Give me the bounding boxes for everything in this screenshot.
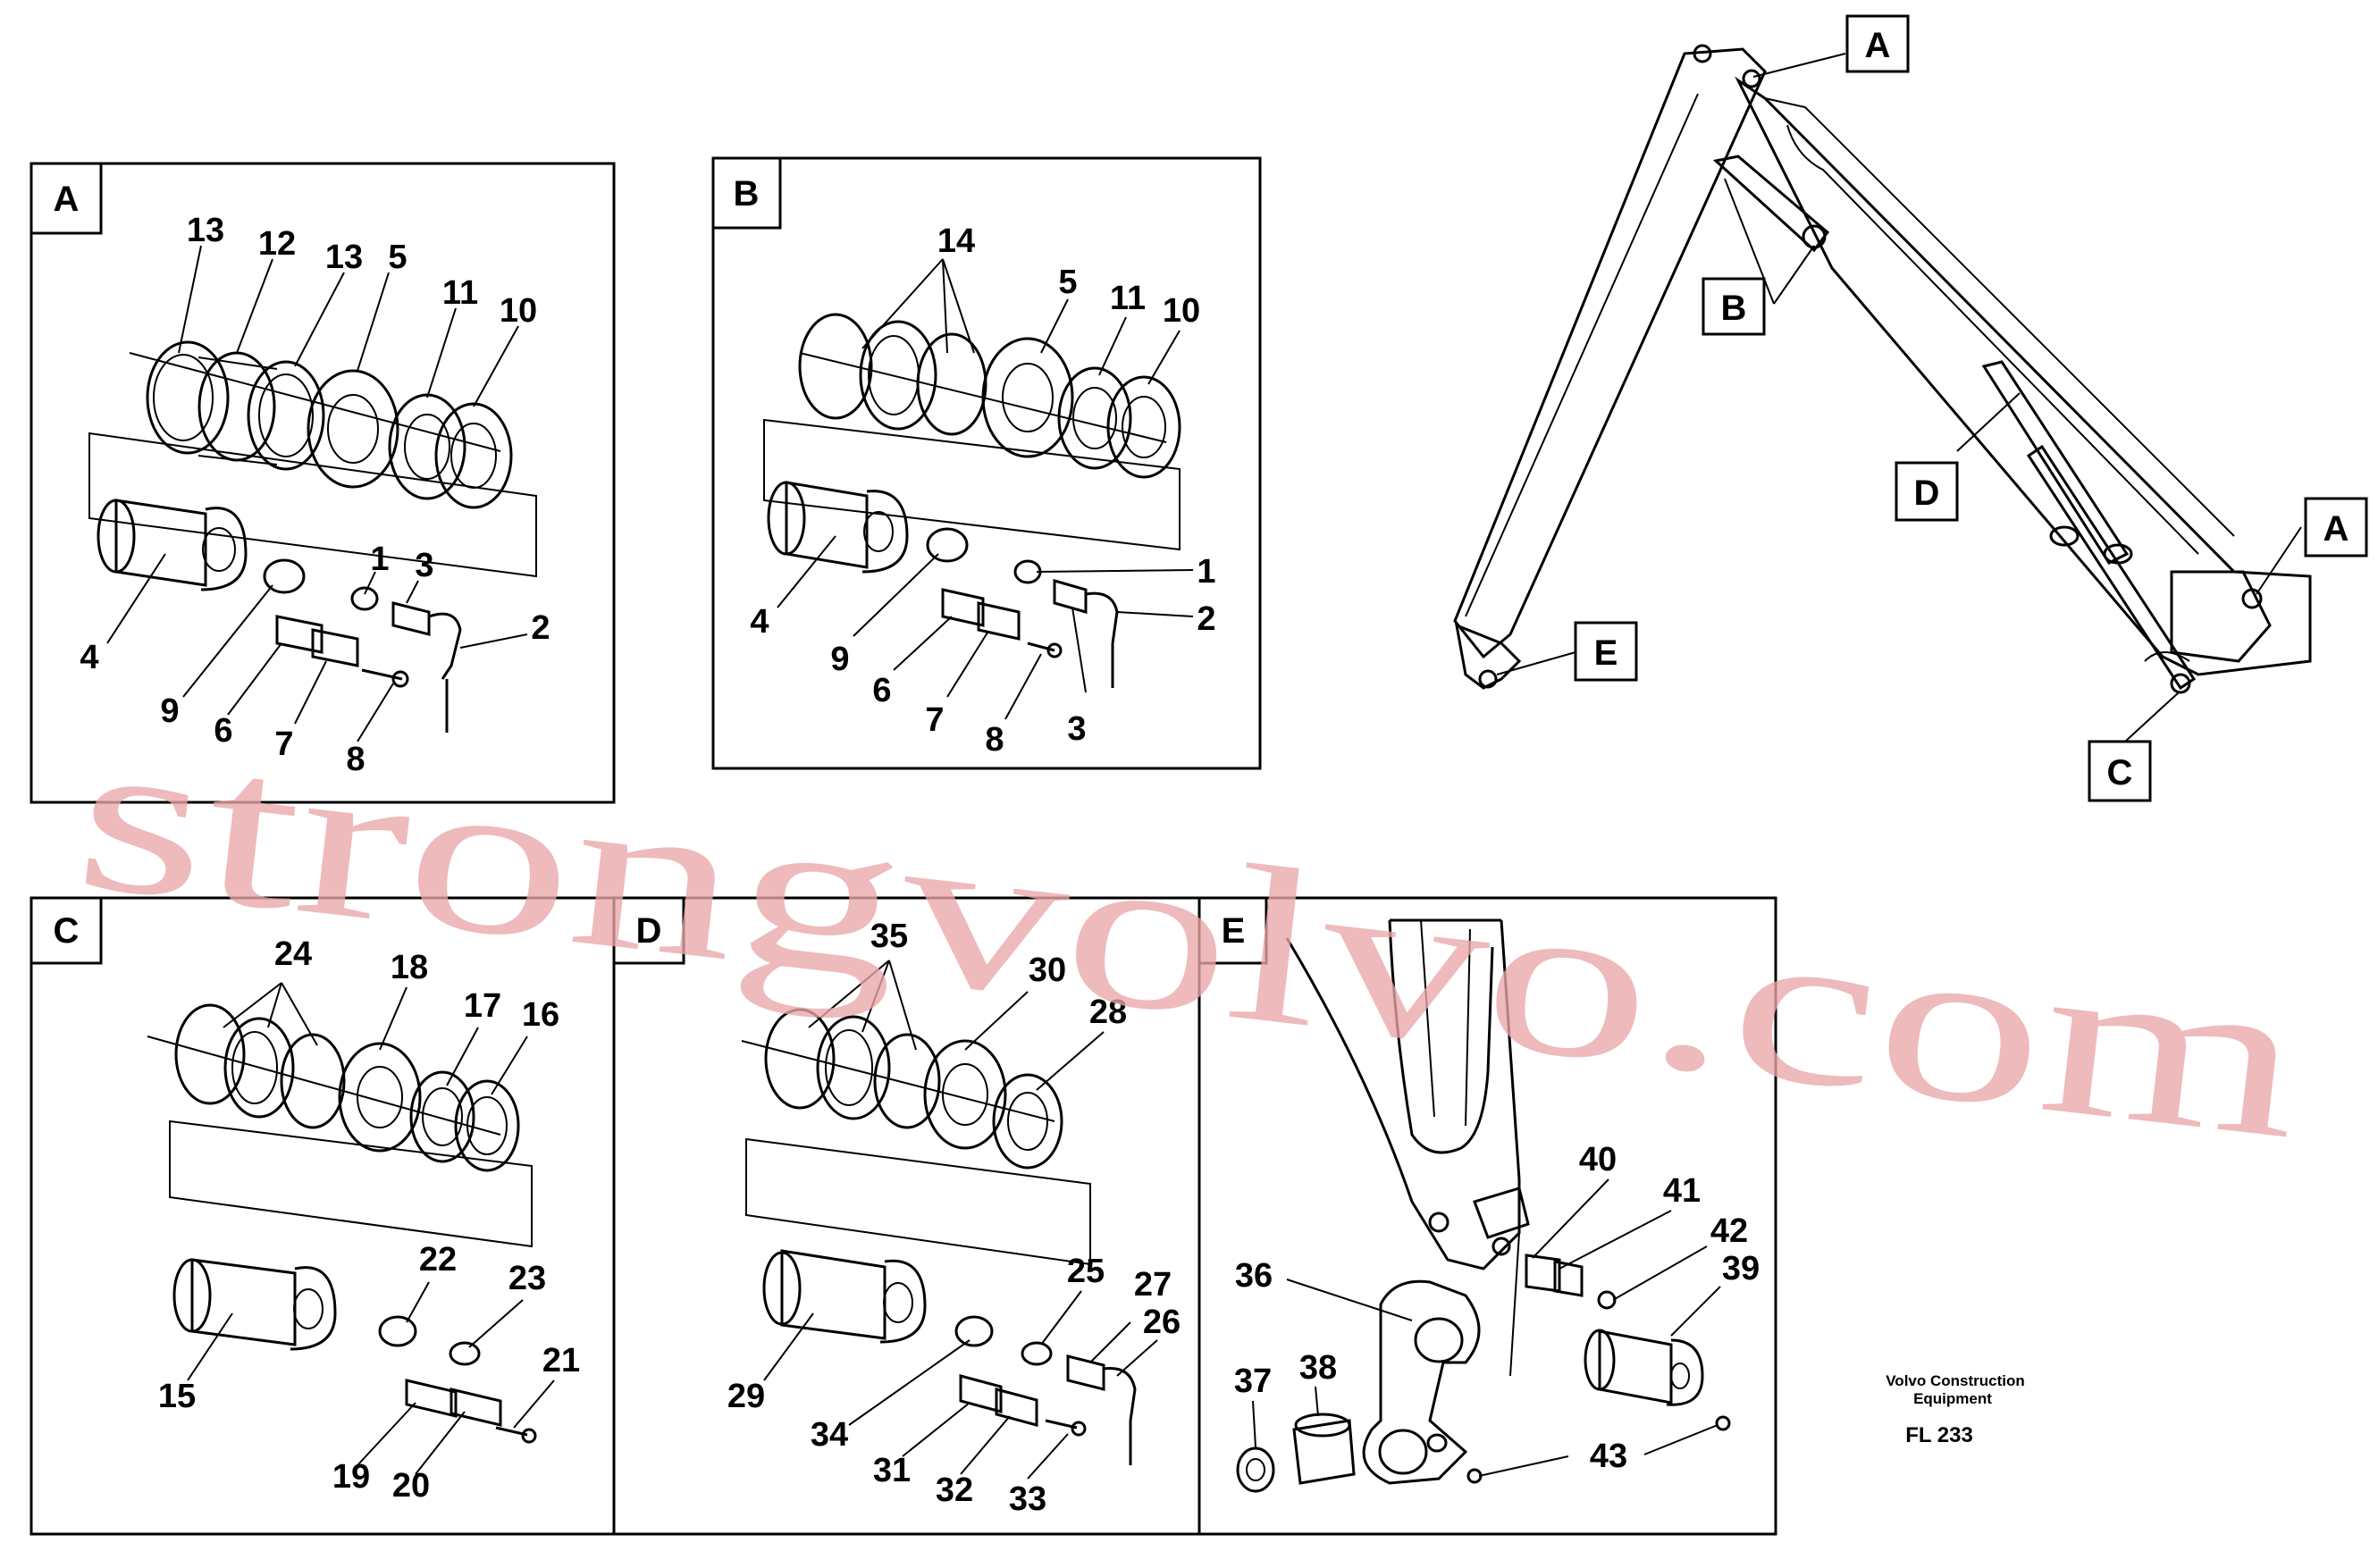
part-label: 31 [873, 1452, 911, 1489]
boom-drawing [1453, 44, 2312, 742]
part-label: 34 [811, 1416, 848, 1454]
company-name-line2: Equipment [1913, 1390, 1992, 1407]
part-label: 15 [158, 1378, 196, 1415]
company-name-line1: Volvo Construction [1886, 1372, 2025, 1389]
svg-text:A: A [1865, 26, 1891, 65]
part-label: 25 [1067, 1253, 1105, 1290]
panel-b-frame [711, 156, 1262, 770]
part-label: 22 [419, 1241, 457, 1279]
part-label: 3 [1067, 710, 1086, 748]
callout-e: E [1574, 621, 1638, 682]
panel-a: A [29, 162, 616, 804]
part-label: 42 [1710, 1212, 1748, 1250]
part-label: 3 [415, 547, 433, 584]
part-label: 13 [187, 212, 224, 249]
part-label: 11 [1110, 280, 1146, 317]
svg-text:E: E [1594, 633, 1618, 673]
part-label: 24 [274, 935, 312, 973]
part-label: 29 [727, 1378, 765, 1415]
panel-e-letter-box [1197, 896, 1268, 965]
part-label: 4 [80, 639, 98, 676]
callout-d: D [1895, 461, 1959, 522]
panel-a-frame [29, 162, 616, 804]
panel-b-letter: B [734, 174, 760, 214]
panel-e-frame [1197, 896, 1777, 1536]
part-label: 35 [870, 918, 908, 955]
part-label: 4 [750, 603, 769, 641]
part-label: 6 [872, 672, 891, 709]
callout-a-right: A [2304, 497, 2368, 558]
part-label: 7 [925, 701, 944, 739]
part-label: 5 [388, 239, 407, 276]
part-label: 30 [1029, 952, 1066, 989]
part-label: 9 [160, 692, 179, 730]
part-label: 37 [1234, 1363, 1272, 1400]
panel-c-letter: C [54, 911, 80, 951]
part-label: 9 [830, 641, 849, 678]
panel-c-drawing [147, 982, 555, 1475]
part-label: 21 [542, 1342, 580, 1379]
part-label: 6 [214, 712, 232, 750]
panel-b: B [711, 156, 1262, 770]
part-label: 41 [1663, 1172, 1701, 1210]
part-label: 27 [1134, 1266, 1172, 1304]
svg-text:A: A [2323, 509, 2349, 549]
part-label: 32 [936, 1472, 973, 1509]
panel-b-drawing [763, 258, 1194, 720]
panel-d: D [612, 896, 1201, 1536]
watermark: strongvolvo.com [66, 687, 2314, 1186]
panel-e: E [1197, 896, 1777, 1536]
part-label: 36 [1235, 1257, 1273, 1295]
part-label: 17 [464, 987, 501, 1025]
part-label: 33 [1009, 1480, 1046, 1518]
svg-text:B: B [1721, 289, 1747, 328]
panel-e-letter: E [1222, 911, 1246, 951]
part-label: 19 [332, 1458, 370, 1496]
panel-c: C [29, 896, 616, 1536]
part-label: 2 [531, 609, 550, 647]
part-label: 43 [1590, 1438, 1627, 1475]
panel-e-drawing [1236, 918, 1731, 1493]
panel-a-letter: A [54, 180, 80, 219]
panel-d-letter: D [636, 911, 662, 951]
panel-a-letter-box [29, 162, 103, 235]
part-label: 14 [937, 222, 975, 260]
part-label: 38 [1299, 1349, 1337, 1387]
part-label: 8 [985, 721, 1004, 759]
part-label: 20 [392, 1467, 430, 1505]
panel-a-drawing [88, 245, 537, 742]
part-label: 13 [325, 239, 363, 276]
figure-code: FL 233 [1905, 1423, 1973, 1447]
callout-a-top: A [1845, 14, 1910, 73]
part-label: 7 [274, 725, 293, 763]
callout-b: B [1702, 277, 1766, 336]
part-label: 39 [1722, 1250, 1760, 1287]
part-label: 12 [258, 225, 296, 263]
part-label: 11 [442, 274, 478, 312]
part-label: 18 [391, 949, 428, 986]
panel-d-drawing [741, 960, 1158, 1480]
part-label: 1 [1197, 553, 1215, 591]
callout-c: C [2088, 740, 2152, 802]
part-label: 1 [370, 541, 389, 578]
part-label: 8 [346, 741, 365, 778]
svg-text:D: D [1914, 474, 1940, 513]
part-label: 26 [1143, 1304, 1181, 1341]
part-label: 23 [508, 1260, 546, 1297]
overview: A B D A E C [1453, 14, 2368, 802]
panel-d-letter-box [612, 896, 685, 965]
panel-b-letter-box [711, 156, 782, 230]
part-label: 10 [500, 292, 537, 330]
panel-c-frame [29, 896, 616, 1536]
part-label: 5 [1058, 264, 1077, 301]
svg-text:C: C [2107, 753, 2133, 792]
panel-c-letter-box [29, 896, 103, 965]
part-label: 2 [1197, 600, 1215, 638]
part-label: 28 [1089, 994, 1127, 1031]
footer-block: Volvo Construction Equipment FL 233 [1886, 1372, 2025, 1447]
part-label: 16 [522, 996, 559, 1034]
part-label: 10 [1163, 292, 1200, 330]
part-label: 40 [1579, 1141, 1617, 1178]
